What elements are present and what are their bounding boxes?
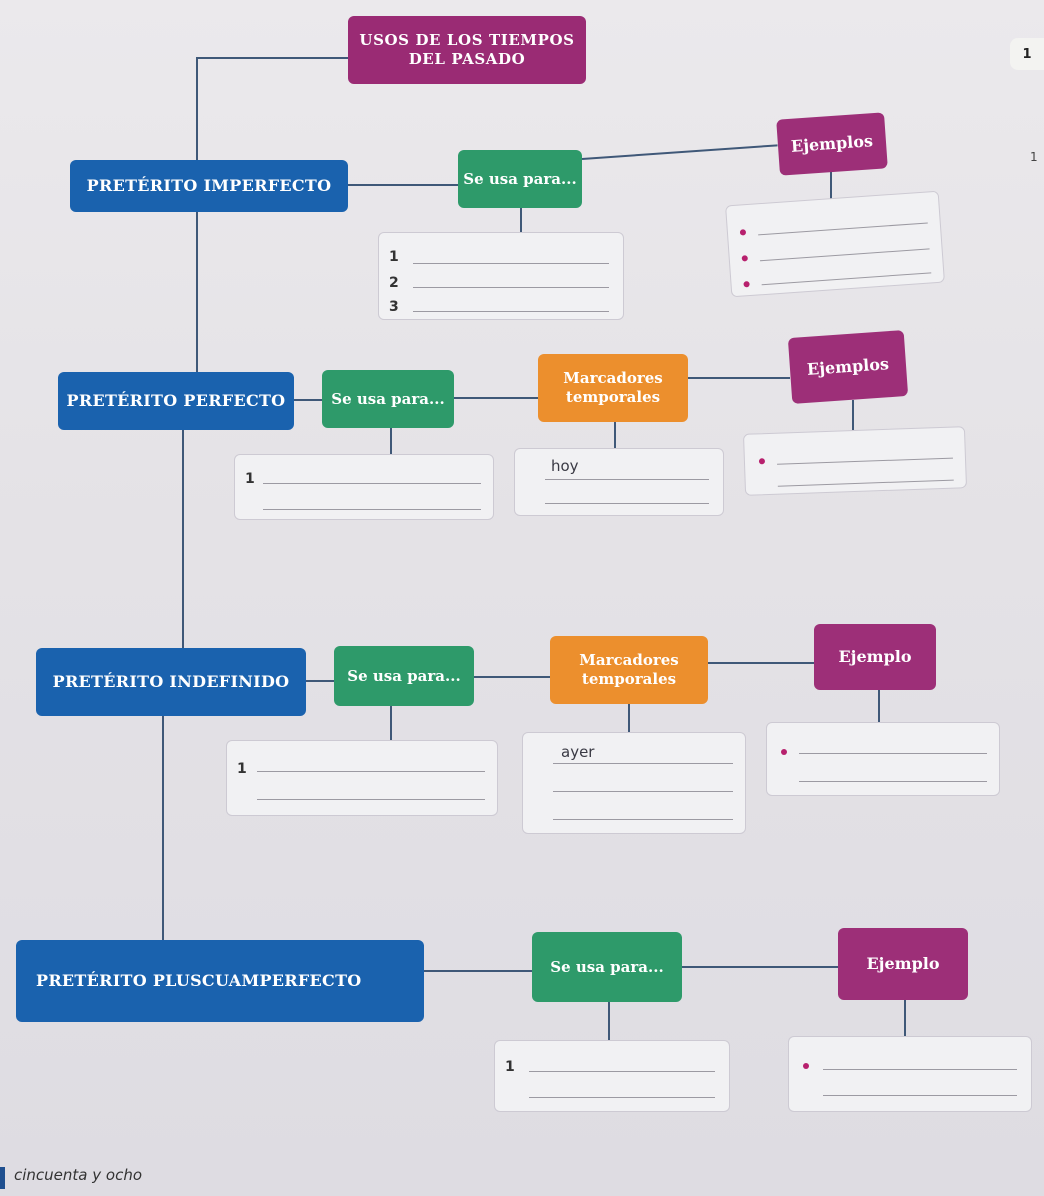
indefinido-use-box: Se usa para...	[334, 646, 474, 706]
imperfecto-use-answer-box[interactable]: 1 2 3	[378, 232, 624, 320]
answer-line	[257, 771, 485, 772]
answer-number: 3	[389, 299, 399, 315]
connector-line	[424, 970, 532, 972]
answer-line	[823, 1095, 1017, 1096]
answer-line	[777, 457, 953, 465]
answer-line	[545, 503, 709, 504]
answer-line	[529, 1071, 715, 1072]
pluscuamperfecto-use-answer-box[interactable]: 1	[494, 1040, 730, 1112]
answer-line	[553, 791, 733, 792]
connector-line	[708, 662, 814, 664]
indefinido-use-answer-box[interactable]: 1	[226, 740, 498, 816]
connector-line	[182, 430, 184, 650]
indefinido-markers-label: Marcadores temporales	[579, 651, 679, 688]
page-number-text: cincuenta y ocho	[14, 1166, 143, 1184]
bullet-dot	[758, 458, 766, 465]
connector-line	[348, 184, 458, 186]
connector-line	[581, 144, 778, 160]
perfecto-use-box: Se usa para...	[322, 370, 454, 428]
imperfecto-examples-box: Ejemplos	[776, 112, 888, 176]
answer-line	[777, 479, 954, 487]
connector-line	[852, 400, 854, 430]
bullet-dot	[781, 749, 787, 755]
connector-line	[904, 1000, 906, 1038]
bullet-dot	[739, 229, 747, 236]
answer-line	[799, 781, 987, 782]
answer-line	[529, 1097, 715, 1098]
marker-written-hoy: hoy	[551, 457, 579, 475]
perfecto-label: PRETÉRITO PERFECTO	[58, 372, 294, 430]
indefinido-label: PRETÉRITO INDEFINIDO	[36, 648, 306, 716]
perfecto-examples-answer-box[interactable]	[742, 426, 968, 496]
page-tab-partial: 1	[1030, 150, 1038, 164]
footer-accent-bar	[0, 1167, 5, 1189]
imperfecto-label: PRETÉRITO IMPERFECTO	[70, 160, 348, 212]
connector-line	[878, 690, 880, 722]
perfecto-markers-answer-box[interactable]: hoy	[514, 448, 724, 516]
connector-line	[196, 57, 198, 175]
perfecto-markers-box: Marcadores temporales	[538, 354, 688, 422]
perfecto-markers-label: Marcadores temporales	[563, 369, 663, 406]
connector-line	[628, 704, 630, 732]
connector-line	[688, 377, 790, 379]
imperfecto-use-box: Se usa para...	[458, 150, 582, 208]
bullet-dot	[743, 281, 750, 288]
answer-line	[761, 272, 932, 286]
answer-line	[413, 311, 609, 312]
pluscuamperfecto-use-box: Se usa para...	[532, 932, 682, 1002]
connector-line	[830, 172, 832, 200]
connector-line	[306, 680, 334, 682]
indefinido-example-box: Ejemplo	[814, 624, 936, 690]
answer-number: 1	[389, 249, 399, 265]
bullet-dot	[803, 1063, 809, 1069]
answer-line	[413, 287, 609, 288]
answer-number: 1	[245, 471, 255, 487]
map-title-line1: USOS DE LOS TIEMPOS	[359, 31, 575, 50]
bullet-dot	[741, 255, 748, 262]
connector-line	[614, 422, 616, 448]
connector-line	[682, 966, 838, 968]
page-tab-number: 1	[1022, 46, 1032, 62]
connector-line	[162, 715, 164, 943]
answer-line	[759, 248, 930, 262]
connector-line	[390, 706, 392, 740]
answer-number: 1	[505, 1059, 515, 1075]
indefinido-markers-box: Marcadores temporales	[550, 636, 708, 704]
answer-line	[758, 222, 928, 236]
answer-line	[823, 1069, 1017, 1070]
page-tab: 1	[1010, 38, 1044, 70]
connector-line	[294, 399, 322, 401]
map-title-line2: DEL PASADO	[408, 50, 526, 68]
answer-line	[257, 799, 485, 800]
marker-written-ayer: ayer	[561, 743, 595, 761]
pluscuamperfecto-example-answer-box[interactable]	[788, 1036, 1032, 1112]
answer-number: 1	[237, 761, 247, 777]
answer-line	[413, 263, 609, 264]
answer-number: 2	[389, 275, 399, 291]
connector-line	[608, 1002, 610, 1040]
connector-line	[196, 57, 348, 59]
imperfecto-examples-answer-box[interactable]	[725, 190, 945, 298]
perfecto-examples-box: Ejemplos	[787, 330, 909, 404]
answer-line	[263, 509, 481, 510]
answer-line	[263, 483, 481, 484]
connector-line	[390, 428, 392, 454]
answer-line	[799, 753, 987, 754]
indefinido-example-answer-box[interactable]	[766, 722, 1000, 796]
pluscuamperfecto-label: PRETÉRITO PLUSCUAMPERFECTO	[16, 940, 424, 1022]
answer-line	[553, 819, 733, 820]
pluscuamperfecto-example-box: Ejemplo	[838, 928, 968, 1000]
connector-line	[474, 676, 550, 678]
connector-line	[196, 210, 198, 375]
connector-line	[454, 397, 538, 399]
map-title: USOS DE LOS TIEMPOS DEL PASADO	[348, 16, 586, 84]
answer-line	[545, 479, 709, 480]
connector-line	[520, 208, 522, 234]
page-footer: cincuenta y ocho	[14, 1166, 142, 1184]
indefinido-markers-answer-box[interactable]: ayer	[522, 732, 746, 834]
answer-line	[553, 763, 733, 764]
perfecto-use-answer-box[interactable]: 1	[234, 454, 494, 520]
